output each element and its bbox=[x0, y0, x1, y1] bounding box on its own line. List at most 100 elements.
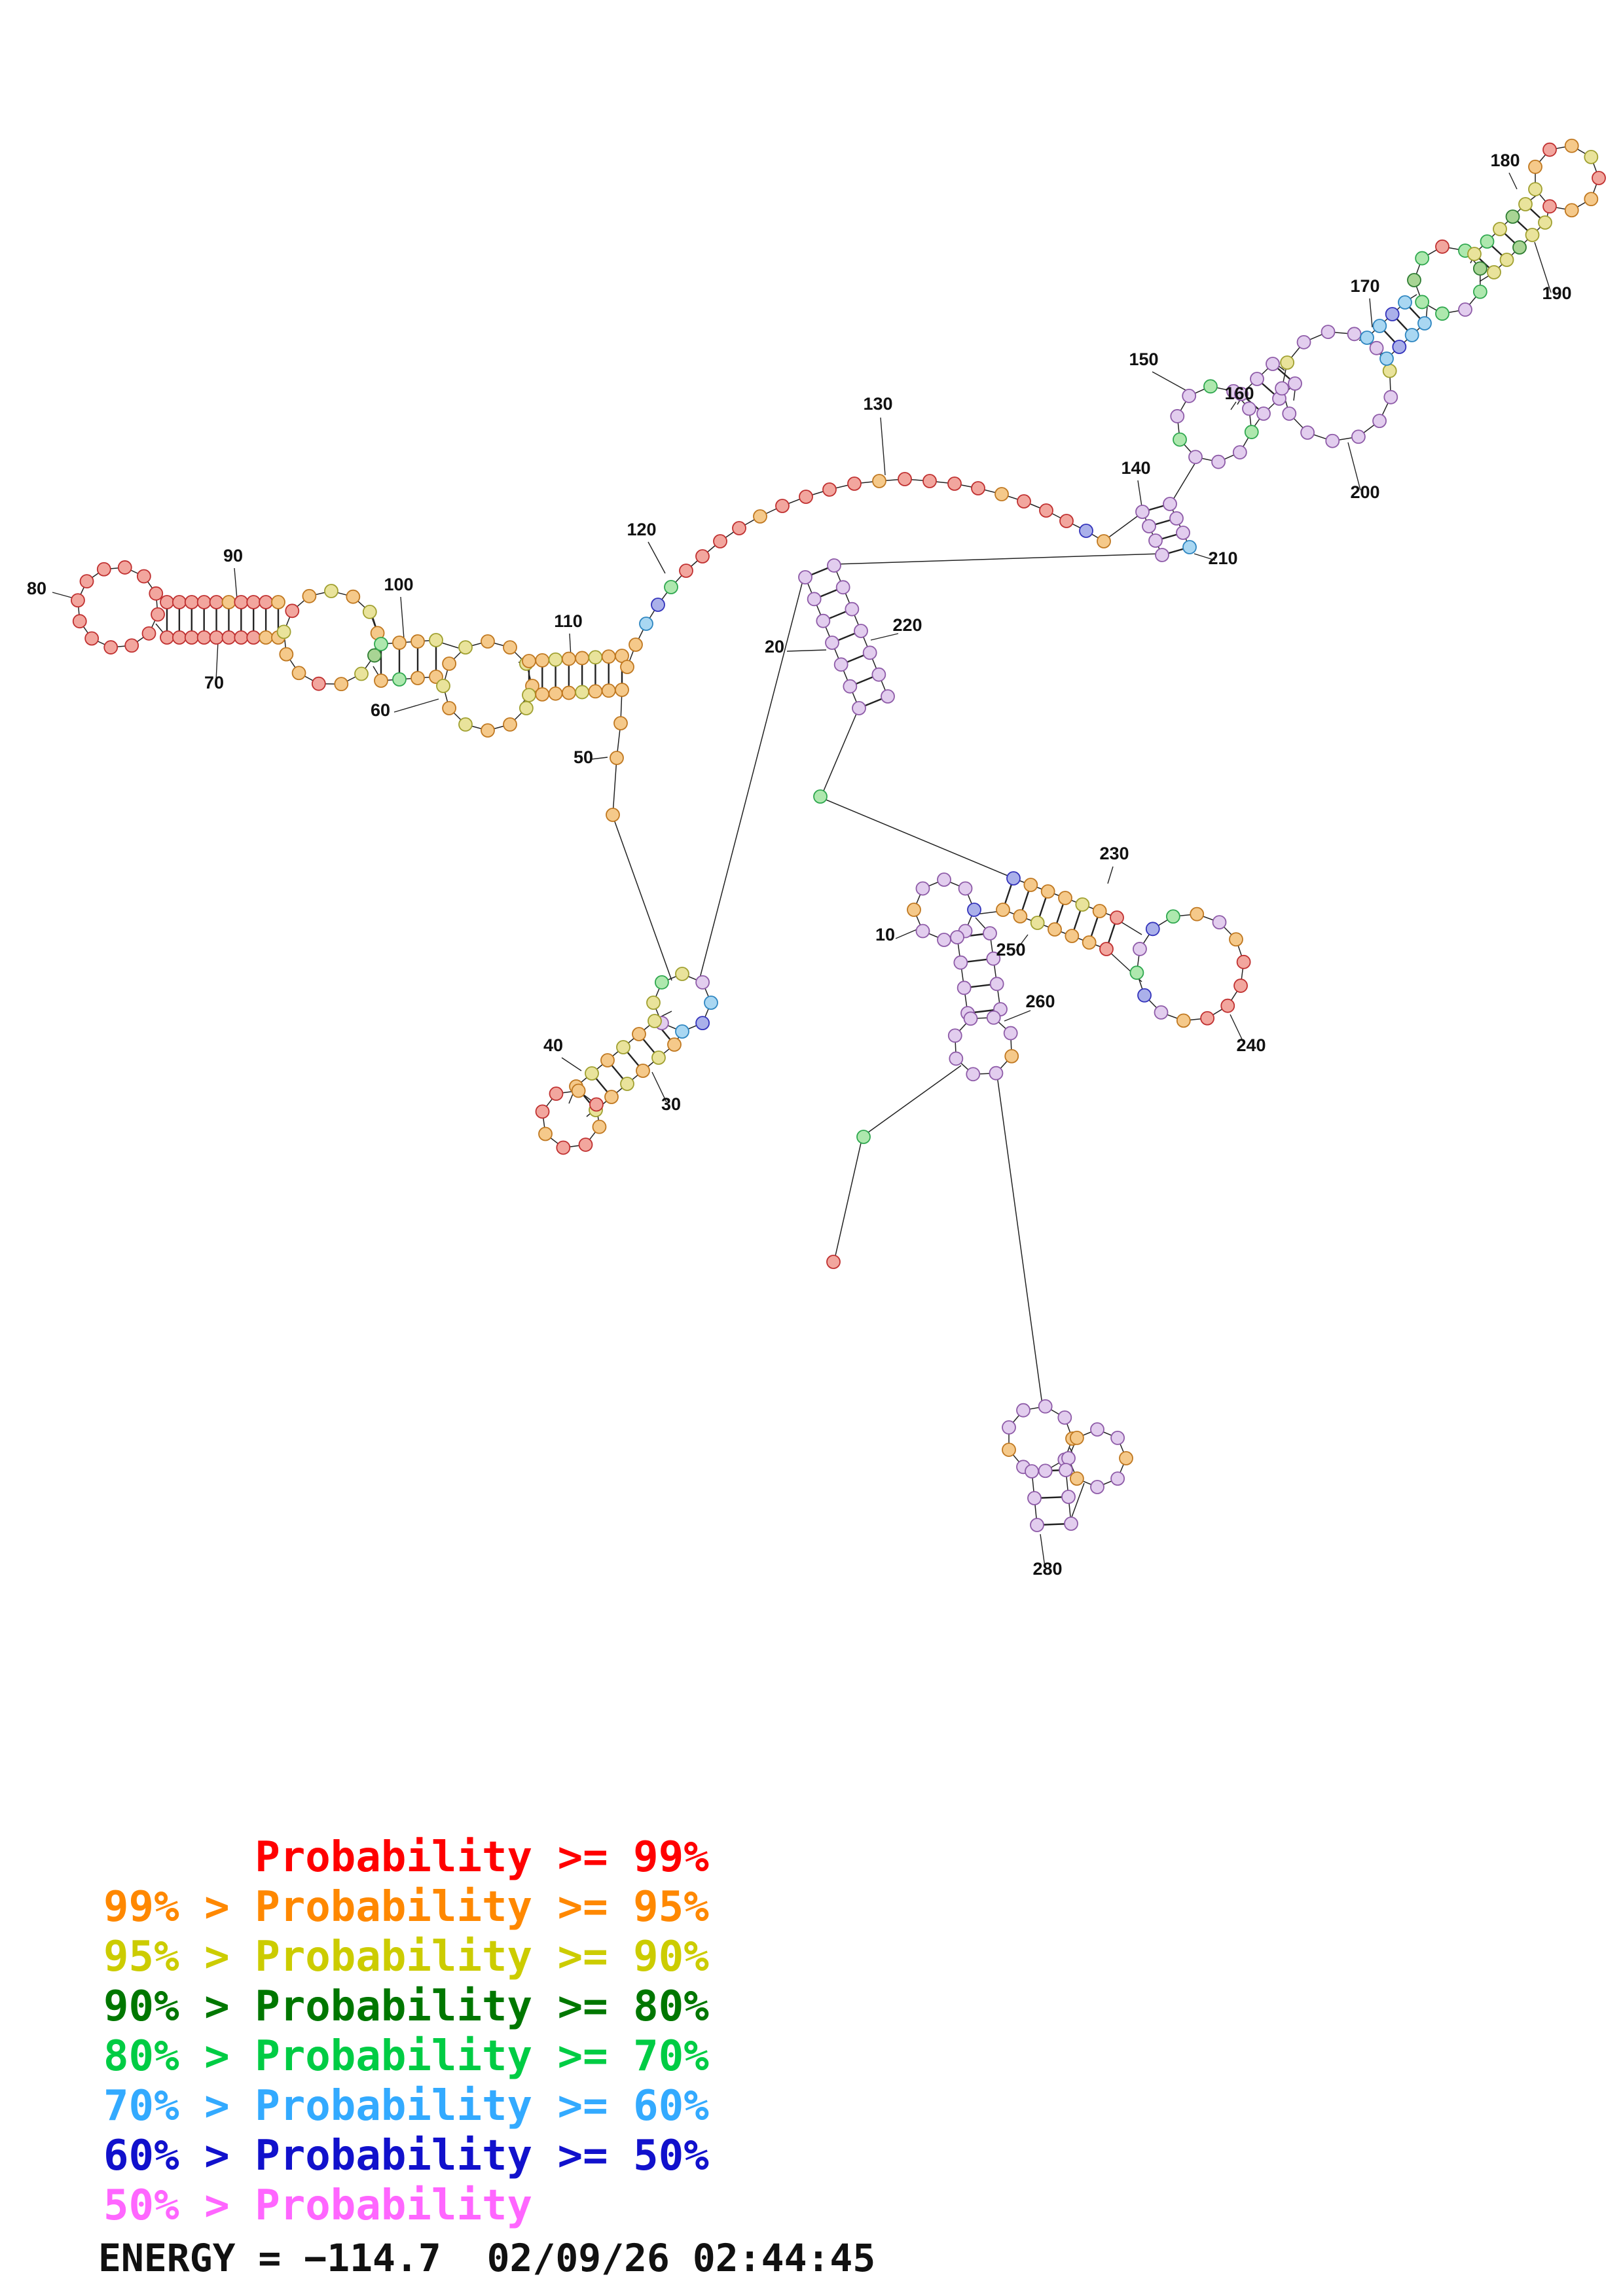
nucleotide bbox=[1232, 445, 1247, 460]
nucleotide bbox=[1528, 159, 1542, 174]
nucleotide bbox=[367, 648, 382, 663]
label-tick bbox=[1107, 866, 1114, 884]
nucleotide bbox=[1017, 494, 1031, 509]
nucleotide bbox=[1173, 432, 1187, 447]
legend-line-6: 70% > Probability >= 60% bbox=[103, 2082, 709, 2130]
nucleotide bbox=[1250, 372, 1264, 386]
nucleotide bbox=[1203, 379, 1218, 394]
position-label: 230 bbox=[1099, 844, 1129, 863]
nucleotide bbox=[1321, 325, 1336, 339]
nucleotide bbox=[1296, 334, 1311, 350]
nucleotide bbox=[72, 614, 87, 629]
nucleotide bbox=[1383, 389, 1398, 404]
nucleotide bbox=[1525, 228, 1540, 242]
nucleotide bbox=[302, 588, 317, 603]
nucleotide bbox=[983, 926, 997, 941]
nucleotide bbox=[1300, 425, 1315, 440]
nucleotide bbox=[646, 996, 661, 1010]
nucleotide bbox=[1182, 388, 1197, 403]
nucleotide bbox=[160, 630, 174, 645]
nucleotide bbox=[1280, 355, 1295, 370]
position-label: 160 bbox=[1224, 384, 1254, 403]
nucleotide bbox=[1229, 932, 1243, 947]
nucleotide bbox=[647, 1014, 662, 1028]
nucleotide bbox=[136, 569, 151, 584]
nucleotide bbox=[1090, 1480, 1104, 1494]
legend-line-4: 90% > Probability >= 80% bbox=[103, 1982, 709, 2031]
nucleotide bbox=[881, 689, 895, 704]
legend-line-7: 60% > Probability >= 50% bbox=[103, 2132, 709, 2180]
label-tick bbox=[1152, 371, 1191, 393]
label-tick bbox=[234, 567, 238, 600]
nucleotide bbox=[629, 637, 643, 652]
nucleotide bbox=[679, 564, 693, 578]
nucleotide bbox=[1528, 182, 1542, 197]
position-label: 240 bbox=[1236, 1035, 1266, 1055]
nucleotide bbox=[429, 633, 443, 647]
nucleotide bbox=[606, 808, 620, 822]
nucleotide bbox=[994, 487, 1009, 501]
nucleotide bbox=[442, 656, 457, 671]
nucleotide bbox=[410, 634, 425, 649]
nucleotide bbox=[937, 933, 951, 947]
position-label: 150 bbox=[1129, 350, 1158, 369]
nucleotide bbox=[1038, 1463, 1053, 1479]
nucleotide bbox=[807, 592, 822, 607]
nucleotide bbox=[604, 1090, 619, 1104]
label-tick bbox=[1508, 172, 1518, 190]
nucleotide bbox=[1538, 215, 1552, 230]
nucleotide bbox=[967, 903, 981, 917]
position-label: 100 bbox=[384, 575, 413, 594]
nucleotide bbox=[1025, 1464, 1039, 1479]
nucleotide bbox=[1325, 433, 1340, 448]
position-label: 260 bbox=[1025, 992, 1055, 1011]
nucleotide bbox=[535, 687, 550, 702]
nucleotide bbox=[704, 996, 718, 1010]
nucleotide bbox=[816, 613, 831, 628]
nucleotide bbox=[1110, 910, 1124, 925]
nucleotide bbox=[1061, 1490, 1076, 1504]
nucleotide bbox=[1039, 503, 1053, 518]
nucleotide bbox=[1417, 316, 1432, 331]
nucleotide bbox=[915, 881, 930, 896]
nucleotide bbox=[1372, 414, 1387, 429]
connector-line bbox=[835, 553, 1161, 565]
nucleotide bbox=[184, 595, 199, 609]
position-label: 220 bbox=[892, 615, 922, 635]
nucleotide bbox=[1190, 906, 1205, 922]
nucleotide bbox=[1163, 497, 1177, 511]
nucleotide bbox=[1369, 340, 1384, 355]
nucleotide bbox=[103, 640, 119, 655]
nucleotide bbox=[575, 685, 590, 700]
nucleotide bbox=[610, 751, 624, 765]
nucleotide bbox=[1564, 138, 1579, 153]
nucleotide bbox=[196, 630, 211, 645]
label-tick bbox=[1194, 553, 1216, 561]
labels-layer: 8090701006011050120130403020220102602302… bbox=[27, 151, 1572, 1579]
nucleotide bbox=[856, 1130, 871, 1144]
label-tick bbox=[1230, 1014, 1245, 1044]
nucleotide bbox=[1584, 192, 1599, 207]
nucleotide bbox=[549, 1086, 564, 1101]
connector-line bbox=[1104, 514, 1140, 541]
nucleotide bbox=[1200, 1011, 1215, 1026]
position-label: 20 bbox=[765, 637, 784, 656]
nucleotide bbox=[1182, 540, 1197, 554]
nucleotide bbox=[221, 630, 236, 645]
nucleotide bbox=[826, 1255, 841, 1269]
nucleotide bbox=[592, 1119, 607, 1134]
nucleotide bbox=[160, 595, 174, 609]
nucleotide bbox=[1220, 998, 1235, 1013]
nucleotide bbox=[589, 1097, 604, 1112]
nucleotide bbox=[957, 980, 972, 996]
position-label: 210 bbox=[1208, 548, 1237, 568]
nucleotide bbox=[1027, 1491, 1042, 1505]
nucleotide bbox=[822, 482, 837, 497]
position-label: 130 bbox=[863, 394, 892, 414]
nucleotide bbox=[481, 723, 495, 738]
nucleotide bbox=[675, 1024, 689, 1039]
nucleotide bbox=[1233, 978, 1248, 993]
nucleotide bbox=[588, 684, 603, 699]
nucleotide bbox=[953, 955, 968, 970]
nucleotide bbox=[1347, 327, 1362, 342]
